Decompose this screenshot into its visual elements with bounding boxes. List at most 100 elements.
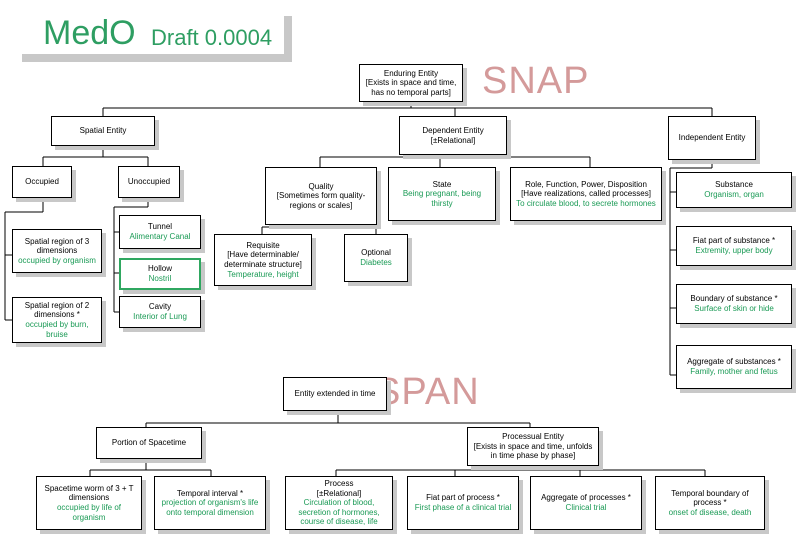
node-example: Extremity, upper body bbox=[695, 246, 773, 255]
node-requisite: Requisite [Have determinable/ determinat… bbox=[214, 234, 312, 286]
node-unoccupied: Unoccupied bbox=[118, 166, 180, 198]
title-version: Draft 0.0004 bbox=[151, 25, 273, 50]
node-portion-of-spacetime: Portion of Spacetime bbox=[96, 427, 202, 459]
node-optional: Optional Diabetes bbox=[344, 234, 408, 282]
node-desc: in time phase by phase] bbox=[490, 451, 576, 461]
node-independent-entity: Independent Entity bbox=[668, 116, 756, 160]
span-label: SPAN bbox=[375, 371, 480, 413]
node-desc: [Have determinable/ bbox=[227, 250, 299, 260]
node-desc: [±Relational] bbox=[430, 135, 476, 145]
node-title: Spacetime worm of 3 + T bbox=[44, 483, 134, 493]
node-title: Role, Function, Power, Disposition bbox=[525, 179, 647, 189]
node-example: Family, mother and fetus bbox=[690, 367, 778, 376]
node-example: Interior of Lung bbox=[133, 312, 187, 321]
node-example: occupied by burn, bruise bbox=[25, 320, 89, 339]
node-title: Spatial region of 3 bbox=[24, 236, 90, 246]
node-hollow: Hollow Nostril bbox=[119, 258, 201, 290]
node-title: Aggregate of processes * bbox=[541, 493, 631, 503]
node-example: course of disease, life bbox=[300, 517, 378, 527]
node-title: Tunnel bbox=[147, 222, 173, 232]
node-spatial-region-2d: Spatial region of 2 dimensions * occupie… bbox=[12, 297, 102, 343]
node-example: Temperature, height bbox=[227, 269, 299, 279]
node-spatial-region-3d: Spatial region of 3 dimensions occupied … bbox=[12, 229, 102, 273]
node-example: First phase of a clinical trial bbox=[414, 503, 512, 512]
node-desc: regions or scales] bbox=[289, 200, 353, 210]
node-dependent-entity: Dependent Entity [±Relational] bbox=[399, 116, 507, 155]
node-title: Quality bbox=[308, 181, 334, 191]
node-title: Independent Entity bbox=[678, 133, 746, 143]
node-title: Temporal interval * bbox=[176, 488, 244, 498]
node-desc: determinate structure] bbox=[224, 260, 302, 269]
node-title: process * bbox=[693, 498, 727, 508]
node-spacetime-worm: Spacetime worm of 3 + T dimensions occup… bbox=[36, 476, 142, 530]
node-example: Alimentary Canal bbox=[129, 232, 191, 241]
node-entity-extended-in-time: Entity extended in time bbox=[283, 377, 387, 411]
node-example: onset of disease, death bbox=[668, 507, 752, 517]
node-title: Hollow bbox=[147, 264, 172, 274]
node-title: Portion of Spacetime bbox=[111, 438, 187, 448]
node-desc: [Exists in space and time, bbox=[365, 78, 457, 88]
node-title: Dependent Entity bbox=[422, 125, 484, 135]
node-example: projection of organism's life bbox=[161, 498, 259, 508]
node-title: Unoccupied bbox=[127, 177, 171, 187]
node-state: State Being pregnant, being thirsty bbox=[388, 167, 496, 221]
node-title: Substance bbox=[715, 180, 753, 190]
node-title: Temporal boundary of bbox=[671, 488, 749, 498]
node-example: secretion of hormones, bbox=[298, 507, 380, 517]
node-title: dimensions * bbox=[34, 310, 80, 320]
node-title: Boundary of substance * bbox=[690, 294, 778, 304]
node-example: Being pregnant, being thirsty bbox=[402, 189, 482, 208]
node-example: To circulate blood, to secrete hormones bbox=[516, 198, 656, 208]
node-example: occupied by organism bbox=[18, 255, 96, 265]
node-title: State bbox=[432, 179, 452, 189]
node-title: Enduring Entity bbox=[383, 68, 439, 78]
node-title: Processual Entity bbox=[502, 432, 564, 442]
node-title: dimensions bbox=[36, 246, 78, 256]
node-example: Circulation of blood, bbox=[303, 498, 375, 508]
node-boundary-substance: Boundary of substance * Surface of skin … bbox=[676, 284, 792, 324]
node-title: Requisite bbox=[246, 240, 280, 250]
node-desc: [Sometimes form quality- bbox=[276, 191, 366, 201]
node-quality: Quality [Sometimes form quality- regions… bbox=[265, 167, 377, 225]
node-temporal-boundary-process: Temporal boundary of process * onset of … bbox=[655, 476, 765, 530]
node-occupied: Occupied bbox=[12, 166, 72, 198]
node-example: Surface of skin or hide bbox=[694, 304, 774, 313]
node-temporal-interval: Temporal interval * projection of organi… bbox=[154, 476, 266, 530]
node-role-function: Role, Function, Power, Disposition [Have… bbox=[510, 167, 662, 221]
node-example: Diabetes bbox=[360, 258, 392, 267]
node-title: Process bbox=[324, 479, 354, 489]
node-substance: Substance Organism, organ bbox=[676, 172, 792, 208]
node-aggregate-processes: Aggregate of processes * Clinical trial bbox=[530, 476, 642, 530]
node-title: Spatial Entity bbox=[79, 126, 127, 136]
node-processual-entity: Processual Entity [Exists in space and t… bbox=[467, 427, 599, 466]
node-title: Aggregate of substances * bbox=[687, 357, 781, 367]
node-title: dimensions bbox=[68, 493, 110, 503]
node-process: Process [±Relational] Circulation of blo… bbox=[285, 476, 393, 530]
title-panel: MedO Draft 0.0004 bbox=[14, 8, 284, 54]
node-title: Optional bbox=[361, 248, 391, 258]
snap-label: SNAP bbox=[482, 60, 590, 102]
node-title: Fiat part of process * bbox=[426, 493, 500, 503]
node-desc: [Exists in space and time, unfolds bbox=[473, 441, 593, 451]
node-fiat-part-process: Fiat part of process * First phase of a … bbox=[407, 476, 519, 530]
node-title: Entity extended in time bbox=[294, 389, 376, 399]
node-title: Occupied bbox=[25, 177, 59, 187]
node-example: Nostril bbox=[148, 274, 172, 283]
node-spatial-entity: Spatial Entity bbox=[51, 116, 155, 146]
node-title: Cavity bbox=[148, 302, 172, 312]
node-tunnel: Tunnel Alimentary Canal bbox=[119, 215, 201, 249]
node-example: Organism, organ bbox=[704, 190, 764, 199]
node-cavity: Cavity Interior of Lung bbox=[119, 296, 201, 328]
node-example: occupied by life of organism bbox=[56, 503, 122, 522]
node-desc: [Have realizations, called processes] bbox=[521, 189, 651, 199]
node-title: Spatial region of 2 bbox=[24, 300, 90, 310]
node-example: onto temporal dimension bbox=[166, 507, 254, 517]
node-aggregate-substances: Aggregate of substances * Family, mother… bbox=[676, 345, 792, 389]
node-example: Clinical trial bbox=[565, 503, 607, 512]
node-title: Fiat part of substance * bbox=[692, 236, 776, 246]
node-desc: [±Relational] bbox=[316, 488, 362, 498]
node-enduring-entity: Enduring Entity [Exists in space and tim… bbox=[359, 64, 463, 102]
node-desc: has no temporal parts] bbox=[371, 87, 451, 97]
title-main: MedO bbox=[43, 14, 136, 52]
node-fiat-part-substance: Fiat part of substance * Extremity, uppe… bbox=[676, 226, 792, 266]
